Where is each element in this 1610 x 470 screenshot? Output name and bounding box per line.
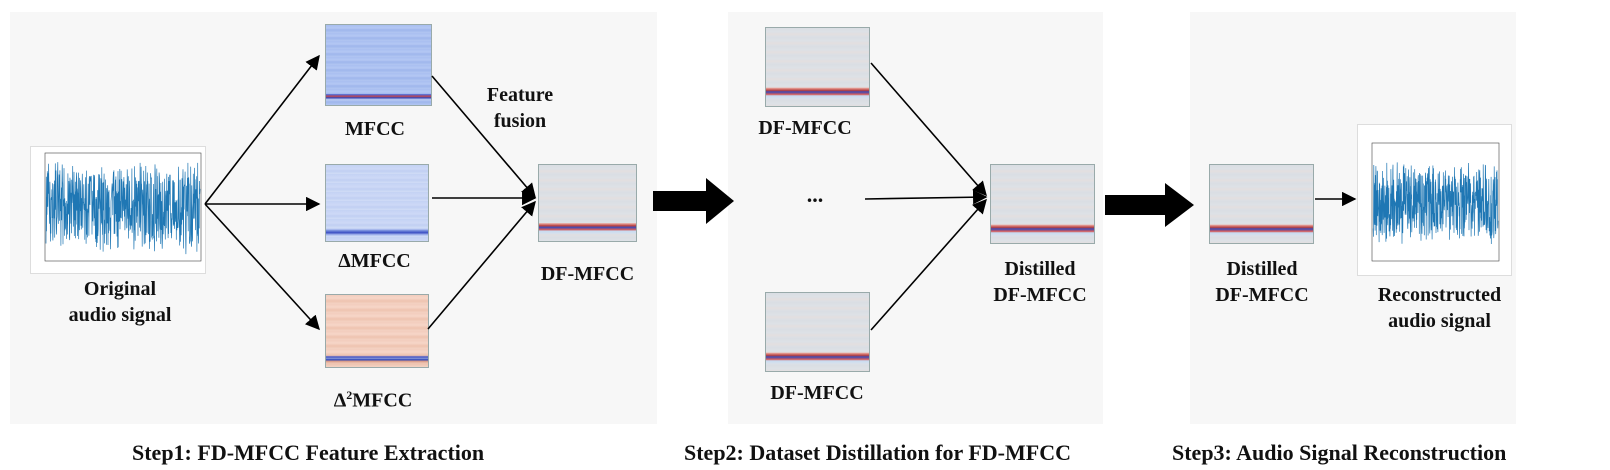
waveform-axes-frame (44, 152, 202, 262)
df-mfcc-output-label: DF-MFCC (540, 263, 635, 285)
step2-caption: Step2: Dataset Distillation for FD-MFCC (684, 440, 1071, 465)
delta-mfcc-spectrogram (325, 164, 429, 242)
df-mfcc-fused-spectrogram (538, 164, 637, 242)
arrow-to-delta2-mfcc (204, 203, 320, 331)
waveform-trace (1372, 162, 1499, 245)
arrow-delta2-to-fusion (427, 200, 536, 330)
waveform-axes-frame (1371, 142, 1500, 262)
reconstructed-waveform-plot (1371, 142, 1500, 262)
mfcc-label: MFCC (345, 118, 405, 140)
df-mfcc-bottom-spectrogram (765, 292, 870, 372)
step1-caption: Step1: FD-MFCC Feature Extraction (132, 440, 485, 465)
arrow-to-mfcc (204, 54, 320, 205)
distilled-df-mfcc-label: Distilled DF-MFCC (993, 258, 1087, 306)
ellipsis: ... (806, 182, 824, 207)
waveform-trace (45, 162, 201, 255)
delta-mfcc-label: ΔMFCC (338, 250, 411, 272)
original-waveform-plot (44, 152, 202, 262)
df-mfcc-top-label: DF-MFCC (758, 117, 852, 139)
reconstructed-audio-waveform (1357, 124, 1512, 276)
block-arrow-step2-to-step3 (1105, 183, 1194, 227)
original-audio-waveform (30, 146, 206, 274)
df-mfcc-top-spectrogram (765, 27, 870, 107)
arrow-middle-to-distilled (864, 190, 988, 205)
arrow-bottom-to-distilled (870, 198, 987, 331)
delta2-mfcc-label: Δ2MFCC (333, 388, 413, 412)
arrow-top-to-distilled (870, 62, 987, 197)
reconstructed-audio-label: Reconstructed audio signal (1377, 284, 1502, 332)
feature-fusion-label: Feature fusion (486, 84, 554, 132)
step3-distilled-label: Distilled DF-MFCC (1215, 258, 1309, 306)
df-mfcc-bottom-label: DF-MFCC (770, 382, 864, 404)
block-arrow-step1-to-step2 (653, 178, 734, 224)
mfcc-spectrogram (325, 24, 432, 106)
distilled-df-mfcc-spectrogram (990, 164, 1095, 244)
arrow-mfcc-to-fusion (431, 75, 536, 199)
original-audio-label: Original audio signal (68, 278, 172, 326)
delta2-mfcc-spectrogram (325, 294, 429, 368)
step3-caption: Step3: Audio Signal Reconstruction (1172, 440, 1507, 465)
step3-distilled-spectrogram (1209, 164, 1314, 244)
